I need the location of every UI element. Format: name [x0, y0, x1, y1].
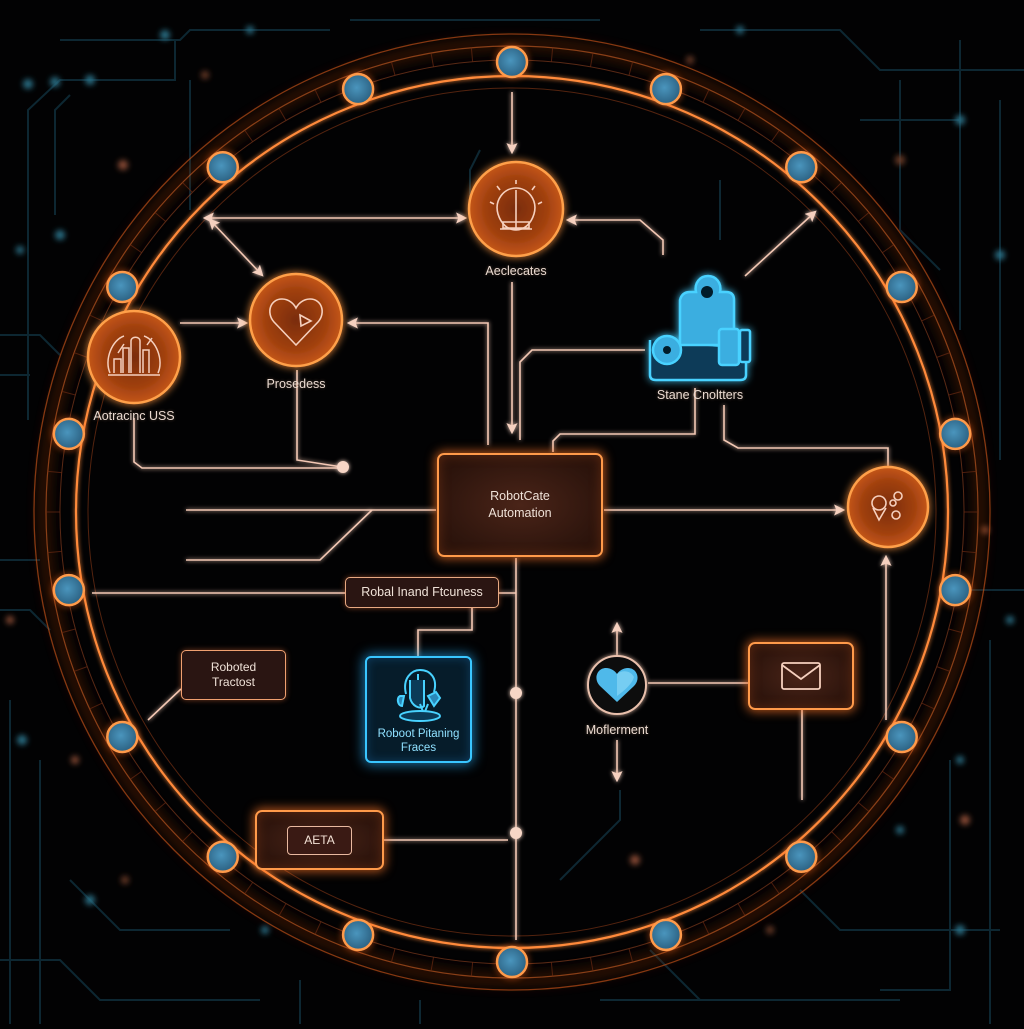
node-aeta[interactable]: AETA [255, 810, 384, 870]
connectors [92, 92, 892, 940]
gear-shield-icon [489, 180, 543, 231]
ring-node[interactable] [52, 417, 86, 451]
ring-node[interactable] [341, 918, 375, 952]
node-roboted-tractost[interactable]: Roboted Tractost [181, 650, 286, 700]
ring-node[interactable] [495, 45, 529, 79]
node-share [846, 465, 930, 549]
ring-node[interactable] [206, 840, 239, 873]
planning-label-line1: Roboot Pitaning [377, 728, 460, 740]
node-aotracing [86, 309, 182, 405]
ring-node[interactable] [885, 720, 918, 754]
ring-node[interactable] [885, 270, 918, 304]
node-label-moflerment: Moflerment [585, 723, 649, 737]
node-label-stane: Stane Cnoltters [656, 388, 744, 402]
ring-node[interactable] [206, 151, 239, 184]
city-chart-icon [107, 335, 161, 376]
ring-node[interactable] [341, 72, 375, 106]
ring-node[interactable] [938, 417, 972, 451]
ring-node[interactable] [785, 840, 818, 873]
center-label-line2: Automation [488, 506, 552, 520]
ring-nodes [50, 44, 974, 980]
roboted-label-line1: Roboted [210, 660, 257, 674]
robot-platform-icon [396, 668, 441, 722]
ring-node[interactable] [649, 918, 683, 952]
ring-node[interactable] [649, 72, 683, 106]
ring-node[interactable] [938, 573, 972, 607]
robal-label: Robal Inand Ftcuness [361, 585, 483, 599]
roboted-label-line2: Tractost [212, 675, 255, 689]
aeta-badge: AETA [287, 825, 352, 855]
ring-node[interactable] [495, 945, 529, 979]
ring-node[interactable] [106, 270, 139, 304]
node-label-prosedess: Prosedess [266, 377, 326, 391]
node-prosedess [248, 272, 344, 368]
background-circuit-dots [6, 26, 1014, 935]
node-moflerment [587, 655, 647, 715]
ring-node[interactable] [106, 720, 139, 754]
envelope-icon [781, 662, 821, 690]
connector-dots [337, 461, 522, 839]
node-label-aeclecates: Aeclecates [485, 264, 547, 278]
center-label-line1: RobotCate [490, 489, 550, 503]
heart-play-icon [269, 298, 323, 347]
user-link-icon [871, 491, 903, 522]
robot-controller-icon [648, 274, 752, 382]
background-circuit-traces [0, 19, 1024, 1024]
node-robot-planning-frames[interactable]: Roboot Pitaning Fraces [365, 656, 472, 763]
node-mail[interactable] [748, 642, 854, 710]
ring-node[interactable] [785, 151, 818, 184]
ring-node[interactable] [52, 573, 86, 607]
node-robal-inand-ftcuness[interactable]: Robal Inand Ftcuness [345, 577, 499, 608]
planning-label-line2: Fraces [400, 742, 437, 754]
node-label-aotracing: Aotracinc USS [93, 409, 175, 423]
center-node-robotcate-automation[interactable]: RobotCate Automation [437, 453, 603, 557]
